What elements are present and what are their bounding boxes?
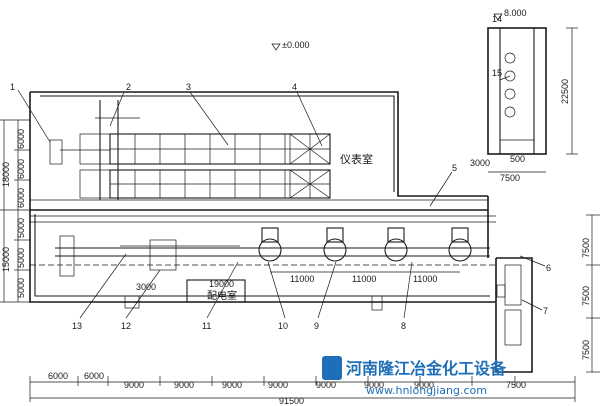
bottom-dimensions: 6000 6000 9000 9000 9000 9000 9000 9000 … (29, 371, 576, 406)
callout-7: 7 (543, 306, 548, 316)
watermark-brand: 河南隆江冶金化工设备 (346, 359, 507, 378)
dim-right-3: 7500 (581, 340, 591, 360)
callout-4: 4 (292, 82, 297, 92)
watermark: 河南隆江冶金化工设备 www.hnlongjiang.com (322, 356, 507, 397)
callout-13: 13 (72, 321, 82, 331)
dim-left-outer: 18000 (1, 162, 11, 187)
callout-9: 9 (314, 321, 319, 331)
room-distribution-label: 配电室 (207, 289, 237, 302)
dim-left2-inner-3: 5000 (16, 278, 26, 298)
right-dimensions: 7500 7500 7500 (581, 214, 600, 373)
dim-left2-inner-1: 5000 (16, 218, 26, 238)
callout-12: 12 (121, 321, 131, 331)
dim-bottom-2: 6000 (84, 371, 104, 381)
dim-left-inner-1: 6000 (16, 129, 26, 149)
dim-left-inner-2: 6000 (16, 159, 26, 179)
dim-spacing-3: 11000 (413, 274, 437, 284)
dim-tower-base-2: 500 (510, 154, 525, 164)
dim-bottom-6: 9000 (268, 380, 288, 390)
dim-spacing-1: 11000 (290, 274, 314, 284)
dim-room-2: 19000 (209, 279, 234, 289)
callout-6: 6 (546, 263, 551, 273)
dim-bottom-7: 9000 (316, 380, 336, 390)
dim-bottom-8: 9000 (364, 380, 384, 390)
watermark-url: www.hnlongjiang.com (366, 384, 487, 397)
dim-left2-inner-2: 5000 (16, 248, 26, 268)
dim-tower-base-1: 3000 (470, 158, 490, 168)
tower-dimensions: 22500 3000 500 7500 (470, 27, 578, 183)
callout-11: 11 (202, 321, 211, 331)
dim-right-1: 7500 (581, 238, 591, 258)
dim-overall: 91500 (279, 396, 304, 406)
callout-2: 2 (126, 82, 131, 92)
room-instrument-label: 仪表室 (340, 152, 373, 166)
dim-bottom-5: 9000 (222, 380, 242, 390)
callout-3: 3 (186, 82, 191, 92)
callout-5: 5 (452, 163, 457, 173)
electrolyser-row (49, 100, 331, 200)
inner-dimensions: 11000 11000 11000 3000 19000 (136, 271, 460, 292)
callout-10: 10 (278, 321, 288, 331)
dim-bottom-3: 9000 (124, 380, 144, 390)
tower-elevation (487, 27, 547, 155)
dim-bottom-9: 9000 (414, 380, 434, 390)
level-marks: ±0.000 8.000 (271, 8, 527, 51)
callout-14: 14 (492, 14, 502, 24)
dim-bottom-1: 6000 (48, 371, 68, 381)
level-ground: ±0.000 (282, 40, 309, 50)
callout-8: 8 (401, 321, 406, 331)
dim-bottom-10: 7500 (506, 380, 526, 390)
callout-1: 1 (10, 82, 15, 92)
callouts: 1 2 3 4 5 6 7 8 9 10 11 12 13 14 15 (10, 14, 551, 331)
dim-spacing-2: 11000 (352, 274, 376, 284)
callout-15: 15 (492, 68, 502, 78)
dim-right-2: 7500 (581, 286, 591, 306)
dim-bottom-4: 9000 (174, 380, 194, 390)
dim-left-outer2: 15000 (1, 247, 11, 272)
pump-row (55, 227, 522, 346)
level-upper: 8.000 (504, 8, 527, 18)
watermark-logo (322, 356, 342, 380)
building-outline (29, 91, 533, 373)
left-dimensions: 18000 6000 6000 6000 15000 5000 5000 500… (0, 119, 30, 303)
dim-room-1: 3000 (136, 282, 156, 292)
dim-tower-height: 22500 (560, 79, 570, 104)
dim-left-inner-3: 6000 (16, 188, 26, 208)
dim-tower-width: 7500 (500, 173, 520, 183)
